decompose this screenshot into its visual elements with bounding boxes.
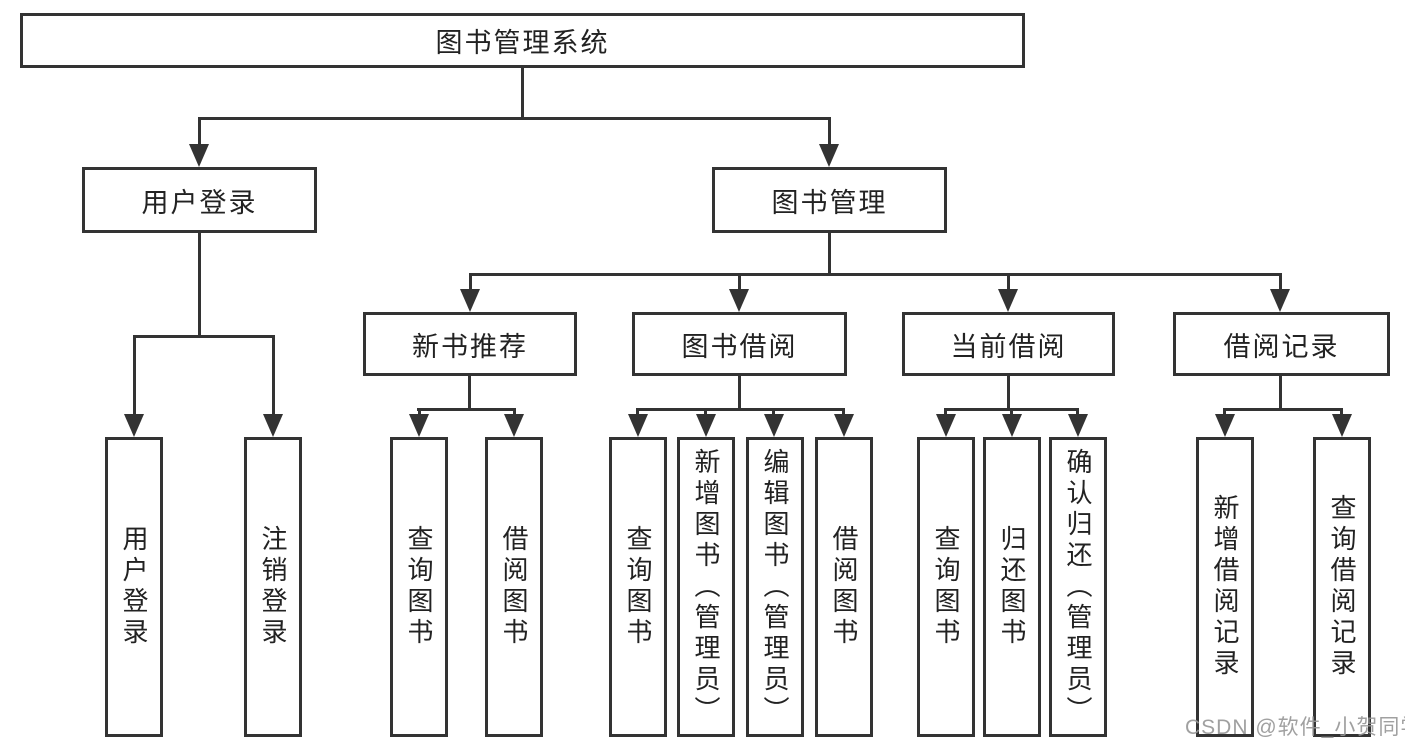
connector-book-borrow-branch	[636, 408, 845, 411]
arrowhead-to-book-management	[819, 144, 839, 167]
connector-to-leaf-query-borrow-record	[1340, 408, 1343, 414]
leaf-return-book: 归还图书	[983, 437, 1041, 737]
leaf-borrow-books-1-label: 借阅图书	[499, 525, 529, 649]
leaf-user-login-label: 用户登录	[119, 525, 149, 649]
arrowhead-to-leaf-add-book	[696, 414, 716, 437]
connector-new-book-recommend-stem	[468, 376, 471, 408]
arrowhead-to-leaf-query-borrow-record	[1332, 414, 1352, 437]
leaf-confirm-return-admin: 确认归还（管理员）	[1049, 437, 1107, 737]
connector-to-new-book-recommend	[469, 273, 472, 289]
arrowhead-to-leaf-user-login	[124, 414, 144, 437]
connector-to-leaf-add-borrow-record	[1223, 408, 1226, 414]
connector-borrow-records-stem	[1279, 376, 1282, 408]
node-new-book-recommend-label: 新书推荐	[412, 331, 528, 362]
arrowhead-to-leaf-confirm-return	[1068, 414, 1088, 437]
leaf-logout-label: 注销登录	[258, 525, 288, 649]
node-borrow-records-label: 借阅记录	[1223, 331, 1340, 362]
leaf-add-borrow-record-label: 新增借阅记录	[1210, 494, 1240, 680]
arrowhead-to-leaf-return-book	[1002, 414, 1022, 437]
arrowhead-to-book-borrow	[729, 289, 749, 312]
connector-book-management-branch	[469, 273, 1281, 276]
connector-book-management-stem	[828, 233, 831, 273]
connector-to-leaf-add-book	[704, 408, 707, 414]
leaf-query-borrow-record: 查询借阅记录	[1313, 437, 1371, 737]
connector-root-branch	[198, 117, 831, 120]
leaf-borrow-books-1: 借阅图书	[485, 437, 543, 737]
leaf-user-login: 用户登录	[105, 437, 163, 737]
node-user-login-label: 用户登录	[141, 187, 258, 218]
connector-to-leaf-borrow-books-2	[842, 408, 845, 414]
leaf-query-books-3: 查询图书	[917, 437, 975, 737]
arrowhead-to-leaf-add-borrow-record	[1215, 414, 1235, 437]
connector-to-borrow-records	[1279, 273, 1282, 289]
connector-borrow-records-branch	[1223, 408, 1342, 411]
node-current-borrow: 当前借阅	[902, 312, 1115, 376]
arrowhead-to-new-book-recommend	[460, 289, 480, 312]
node-borrow-records: 借阅记录	[1173, 312, 1390, 376]
connector-to-leaf-query-books-3	[944, 408, 947, 414]
connector-to-leaf-return-book	[1010, 408, 1013, 414]
leaf-borrow-books-2-label: 借阅图书	[829, 525, 859, 649]
arrowhead-to-leaf-borrow-books-2	[834, 414, 854, 437]
node-book-management: 图书管理	[712, 167, 947, 233]
arrowhead-to-leaf-logout	[263, 414, 283, 437]
connector-to-leaf-confirm-return	[1076, 408, 1079, 414]
leaf-query-books-2-label: 查询图书	[623, 525, 653, 649]
connector-to-leaf-logout	[272, 335, 275, 414]
connector-to-leaf-query-books-2	[636, 408, 639, 414]
leaf-query-borrow-record-label: 查询借阅记录	[1327, 494, 1357, 680]
node-book-management-label: 图书管理	[771, 187, 888, 218]
connector-to-leaf-query-books-1	[418, 408, 421, 414]
leaf-add-borrow-record: 新增借阅记录	[1196, 437, 1254, 737]
leaf-query-books-1-label: 查询图书	[404, 525, 434, 649]
connector-to-user-login	[198, 117, 201, 144]
arrowhead-to-current-borrow	[998, 289, 1018, 312]
node-new-book-recommend: 新书推荐	[363, 312, 577, 376]
connector-to-leaf-user-login	[133, 335, 136, 414]
leaf-logout: 注销登录	[244, 437, 302, 737]
connector-to-leaf-edit-book	[772, 408, 775, 414]
connector-user-login-stem	[198, 233, 201, 335]
leaf-add-book-admin: 新增图书（管理员）	[677, 437, 735, 737]
leaf-confirm-return-admin-label: 确认归还（管理员）	[1063, 447, 1093, 727]
node-library-system-label: 图书管理系统	[435, 28, 610, 58]
arrowhead-to-leaf-borrow-books-1	[504, 414, 524, 437]
leaf-query-books-1: 查询图书	[390, 437, 448, 737]
leaf-return-book-label: 归还图书	[997, 525, 1027, 649]
node-library-system: 图书管理系统	[20, 13, 1025, 68]
connector-to-book-management	[828, 117, 831, 144]
connector-to-book-borrow	[738, 273, 741, 289]
leaf-add-book-admin-label: 新增图书（管理员）	[691, 447, 721, 727]
leaf-edit-book-admin-label: 编辑图书（管理员）	[760, 447, 790, 727]
arrowhead-to-user-login	[189, 144, 209, 167]
connector-to-leaf-borrow-books-1	[513, 408, 516, 414]
leaf-edit-book-admin: 编辑图书（管理员）	[746, 437, 804, 737]
connector-to-current-borrow	[1007, 273, 1010, 289]
leaf-query-books-3-label: 查询图书	[931, 525, 961, 649]
connector-root-stem	[521, 68, 524, 117]
csdn-watermark: CSDN @软件_小贺同学	[1185, 716, 1405, 739]
node-user-login: 用户登录	[82, 167, 317, 233]
connector-book-borrow-stem	[738, 376, 741, 408]
arrowhead-to-leaf-edit-book	[764, 414, 784, 437]
connector-user-login-branch	[133, 335, 275, 338]
connector-new-book-recommend-branch	[417, 408, 515, 411]
leaf-borrow-books-2: 借阅图书	[815, 437, 873, 737]
arrowhead-to-borrow-records	[1270, 289, 1290, 312]
arrowhead-to-leaf-query-books-3	[936, 414, 956, 437]
arrowhead-to-leaf-query-books-1	[409, 414, 429, 437]
node-book-borrow: 图书借阅	[632, 312, 847, 376]
node-book-borrow-label: 图书借阅	[681, 331, 798, 362]
arrowhead-to-leaf-query-books-2	[628, 414, 648, 437]
connector-current-borrow-stem	[1007, 376, 1010, 408]
leaf-query-books-2: 查询图书	[609, 437, 667, 737]
node-current-borrow-label: 当前借阅	[950, 331, 1067, 362]
